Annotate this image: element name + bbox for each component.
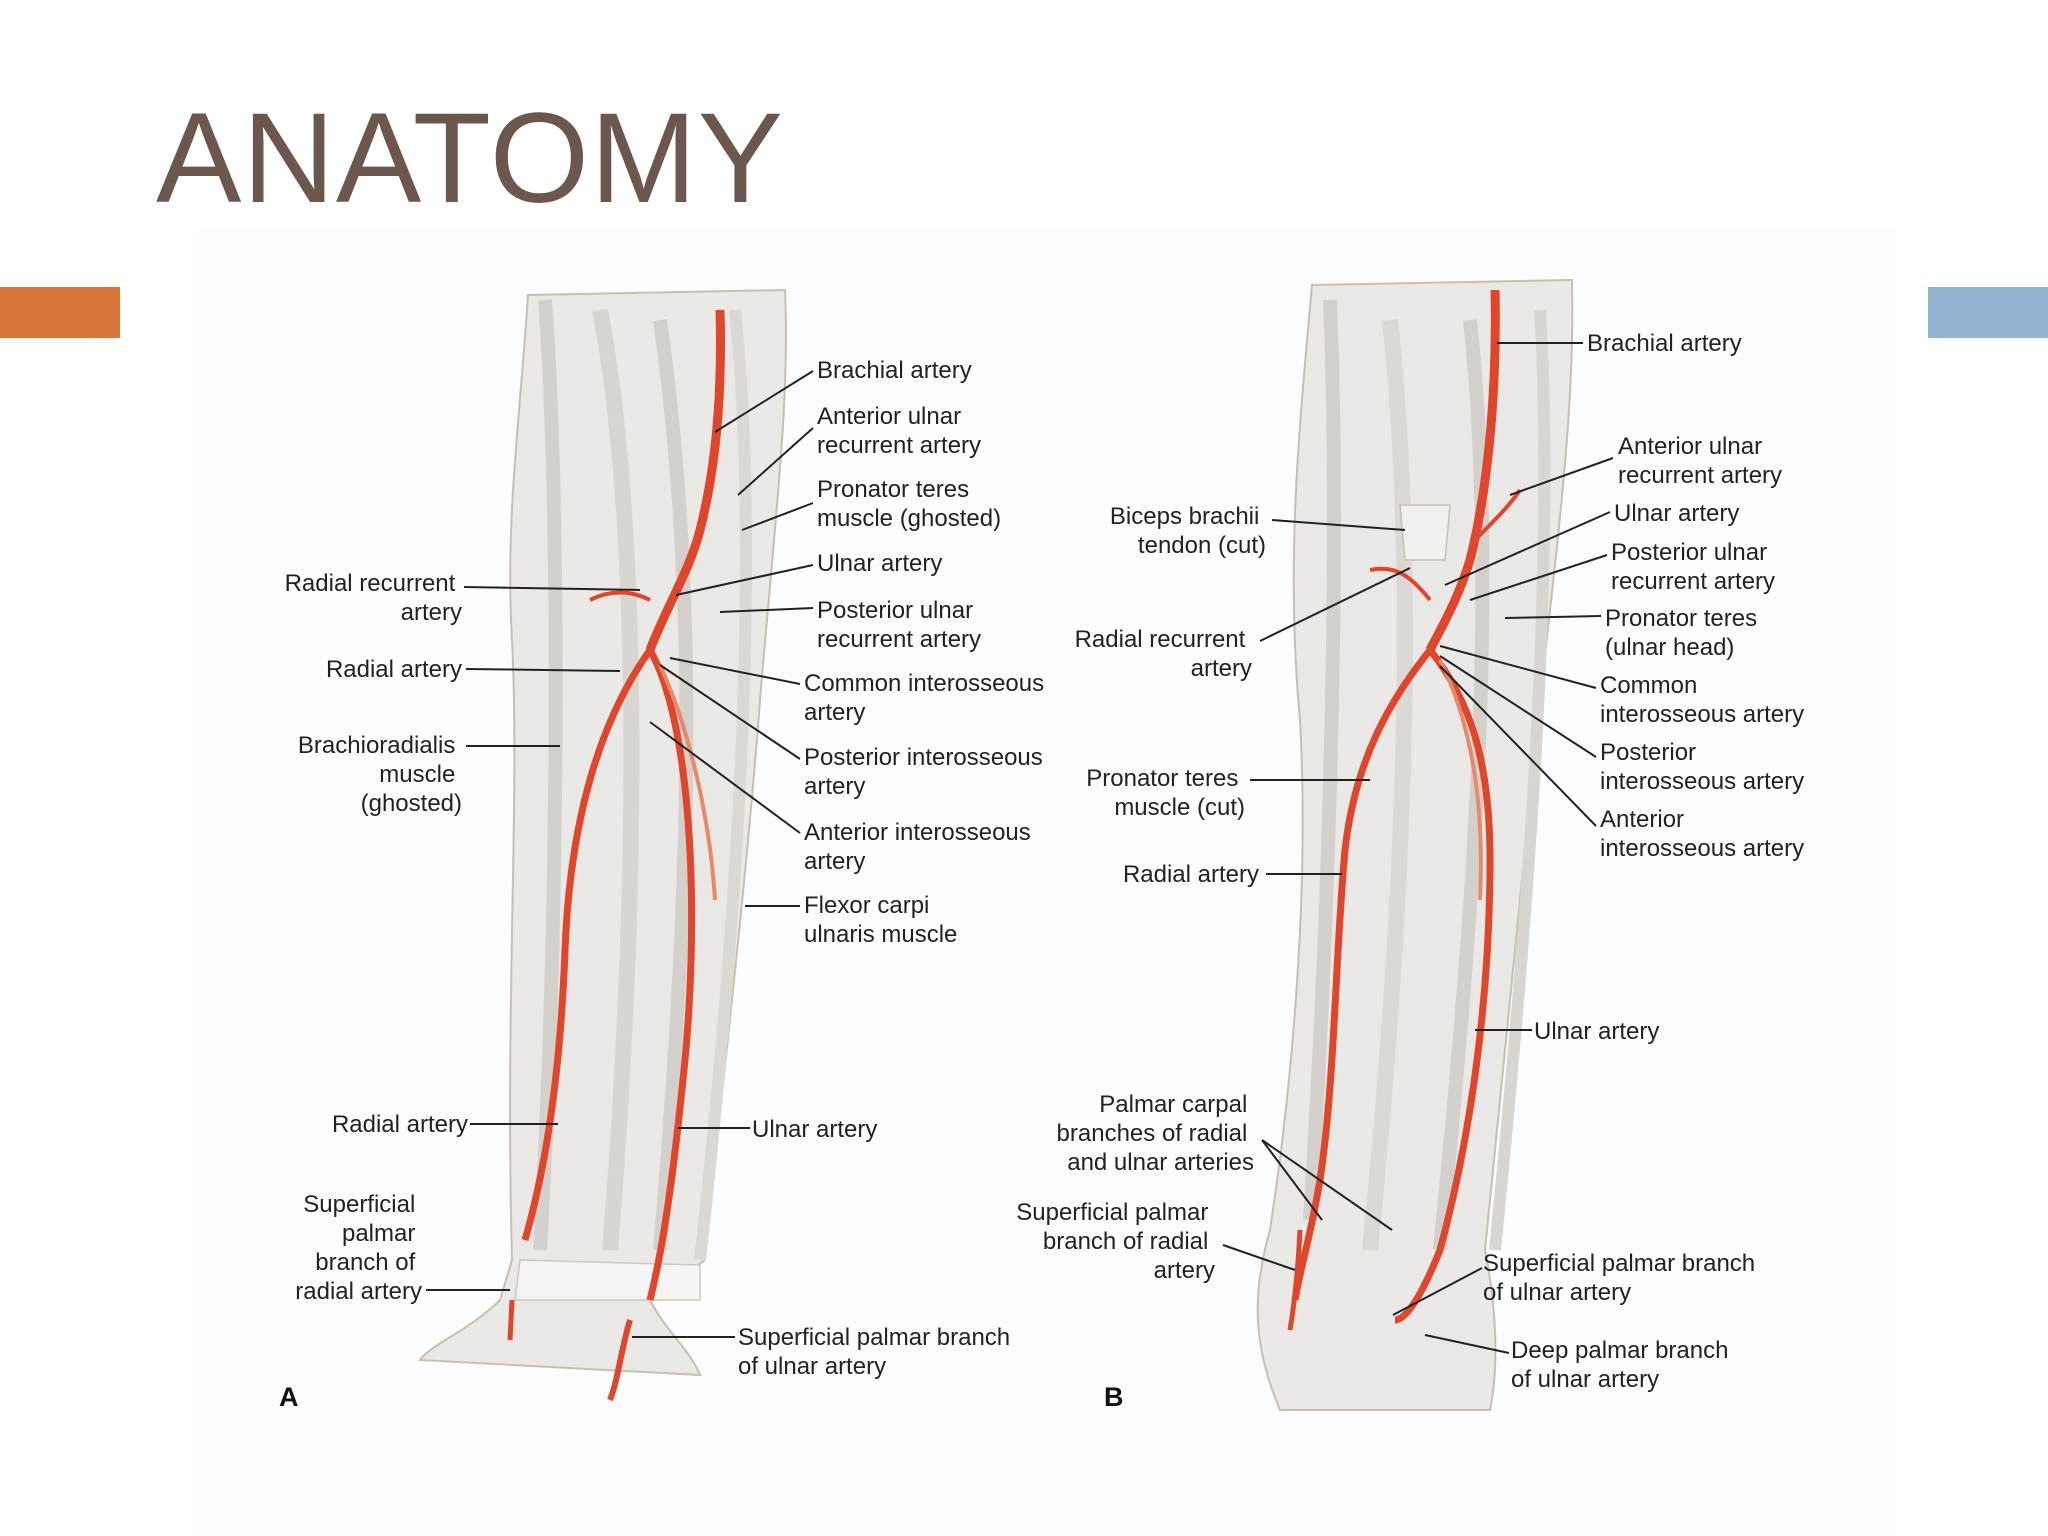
label-pronator-teres-ulnar-head: Pronator teres (ulnar head) [1605, 605, 1764, 661]
label-radial-recurrent-b: Radial recurrent artery [1075, 626, 1252, 682]
panel-b-superficial-palmar-radial [1287, 1229, 1303, 1331]
panel-a-radial-recurrent-artery [589, 590, 651, 602]
leader [719, 607, 814, 613]
leader [741, 502, 814, 531]
label-ulnar-artery-a-low: Ulnar artery [752, 1116, 877, 1143]
label-radial-artery-a-top: Radial artery [326, 656, 462, 683]
panel-b-biceps-tendon [1399, 504, 1451, 561]
label-ulnar-artery-a: Ulnar artery [817, 550, 942, 577]
panel-b-labels: Brachial artery Anterior ulnar recurrent… [1016, 330, 1804, 1412]
leader [1424, 1334, 1510, 1354]
leader [1259, 567, 1411, 642]
label-brachial-artery-b: Brachial artery [1587, 330, 1742, 357]
label-brachioradialis: Brachioradialis muscle (ghosted) [298, 732, 462, 817]
label-pronator-teres-ghosted: Pronator teres muscle (ghosted) [817, 476, 1001, 532]
leader [669, 657, 801, 685]
label-radial-artery-a-low: Radial artery [332, 1111, 468, 1138]
panel-b-ulnar-artery [1394, 647, 1494, 1324]
label-posterior-ulnar-recurrent-b: Posterior ulnar recurrent artery [1611, 539, 1775, 595]
panel-a-muscle-band [533, 299, 563, 1251]
label-palmar-carpal-branches: Palmar carpal branches of radial and uln… [1057, 1091, 1254, 1176]
leader [1439, 655, 1597, 758]
panel-a-radial-artery [521, 647, 653, 1241]
leader [1439, 665, 1597, 827]
label-pronator-teres-cut: Pronator teres muscle (cut) [1086, 765, 1245, 821]
label-ulnar-artery-b-low: Ulnar artery [1534, 1018, 1659, 1045]
label-anterior-ulnar-recurrent-artery: Anterior ulnar recurrent artery [817, 403, 981, 459]
label-posterior-interosseous-artery: Posterior interosseous artery [804, 744, 1049, 800]
panel-a-ulnar-artery [646, 648, 696, 1301]
label-superficial-palmar-radial-b: Superficial palmar branch of radial arte… [1016, 1199, 1215, 1284]
panel-a-forearm-outline [418, 288, 787, 1377]
leader [1469, 554, 1608, 601]
label-superficial-palmar-radial-a: Superficial palmar branch of radial arte… [295, 1191, 422, 1305]
slide-title: ANATOMY [156, 87, 785, 230]
panel-b-radial-artery [1291, 647, 1433, 1301]
label-biceps-brachii-tendon: Biceps brachii tendon (cut) [1110, 503, 1266, 559]
panel-a-muscle-band [592, 308, 640, 1251]
panel-b-muscle-band [1489, 309, 1551, 1251]
panel-b-radial-recurrent-artery [1369, 566, 1432, 602]
panel-a-interosseous-artery [658, 664, 717, 901]
label-superficial-palmar-ulnar-b: Superficial palmar branch of ulnar arter… [1483, 1250, 1762, 1306]
leader [1222, 1244, 1296, 1271]
leader [1271, 519, 1406, 531]
leader [1439, 645, 1597, 689]
leader [737, 427, 814, 496]
panel-b-muscle-band [1433, 319, 1490, 1251]
label-superficial-palmar-ulnar-a: Superficial palmar branch of ulnar arter… [738, 1324, 1017, 1380]
label-common-interosseous-b: Common interosseous artery [1600, 672, 1804, 728]
panel-a-superficial-palmar-ulnar [607, 1319, 633, 1402]
panel-b-muscle-band [1362, 319, 1413, 1251]
panel-b-muscle-band [1303, 299, 1341, 1221]
panel-a-tendon-wrist [514, 1259, 701, 1301]
panel-b-anterior-ulnar-recurrent [1473, 488, 1522, 542]
label-anterior-ulnar-recurrent-b: Anterior ulnar recurrent artery [1618, 433, 1782, 489]
label-deep-palmar-ulnar-b: Deep palmar branch of ulnar artery [1511, 1337, 1735, 1393]
label-flexor-carpi-ulnaris: Flexor carpi ulnaris muscle [804, 892, 957, 948]
label-posterior-interosseous-b: Posterior interosseous artery [1600, 739, 1804, 795]
panel-b-illustration [1256, 278, 1574, 1411]
leader [659, 664, 801, 760]
label-posterior-ulnar-recurrent-artery: Posterior ulnar recurrent artery [817, 597, 981, 653]
panel-b-letter: B [1104, 1382, 1124, 1412]
label-ulnar-artery-b-top: Ulnar artery [1614, 500, 1739, 527]
leader [714, 370, 814, 433]
panel-b-leaders [1222, 342, 1614, 1354]
leader [1444, 511, 1611, 586]
leader [1261, 1139, 1323, 1221]
accent-bar-right [1928, 287, 2048, 338]
leader [463, 586, 641, 591]
leader [675, 564, 814, 596]
label-anterior-interosseous-artery: Anterior interosseous artery [804, 819, 1037, 875]
panel-a-muscle-band [694, 309, 753, 1261]
leader [1261, 1139, 1393, 1231]
leader [1504, 615, 1602, 619]
label-radial-artery-b: Radial artery [1123, 861, 1259, 888]
accent-bar-left [0, 287, 120, 338]
panel-a-superficial-palmar-radial [507, 1299, 515, 1341]
panel-a-muscle-band [653, 319, 694, 1251]
panel-a-leaders [426, 370, 814, 1338]
panel-a-brachial-artery [645, 309, 725, 652]
panel-a-letter: A [279, 1382, 299, 1412]
panel-b-interosseous-artery [1438, 659, 1483, 901]
leader [649, 721, 801, 834]
leader [465, 668, 621, 672]
label-anterior-interosseous-b: Anterior interosseous artery [1600, 806, 1804, 862]
panel-b-brachial-artery [1425, 289, 1500, 653]
label-common-interosseous-artery: Common interosseous artery [804, 670, 1051, 726]
label-radial-recurrent-artery-a: Radial recurrent artery [285, 570, 462, 626]
panel-a-illustration [418, 288, 787, 1402]
leader [1392, 1267, 1483, 1316]
label-brachial-artery: Brachial artery [817, 357, 972, 384]
panel-a-labels: Brachial artery Anterior ulnar recurrent… [279, 357, 1051, 1412]
leader [1509, 457, 1614, 496]
